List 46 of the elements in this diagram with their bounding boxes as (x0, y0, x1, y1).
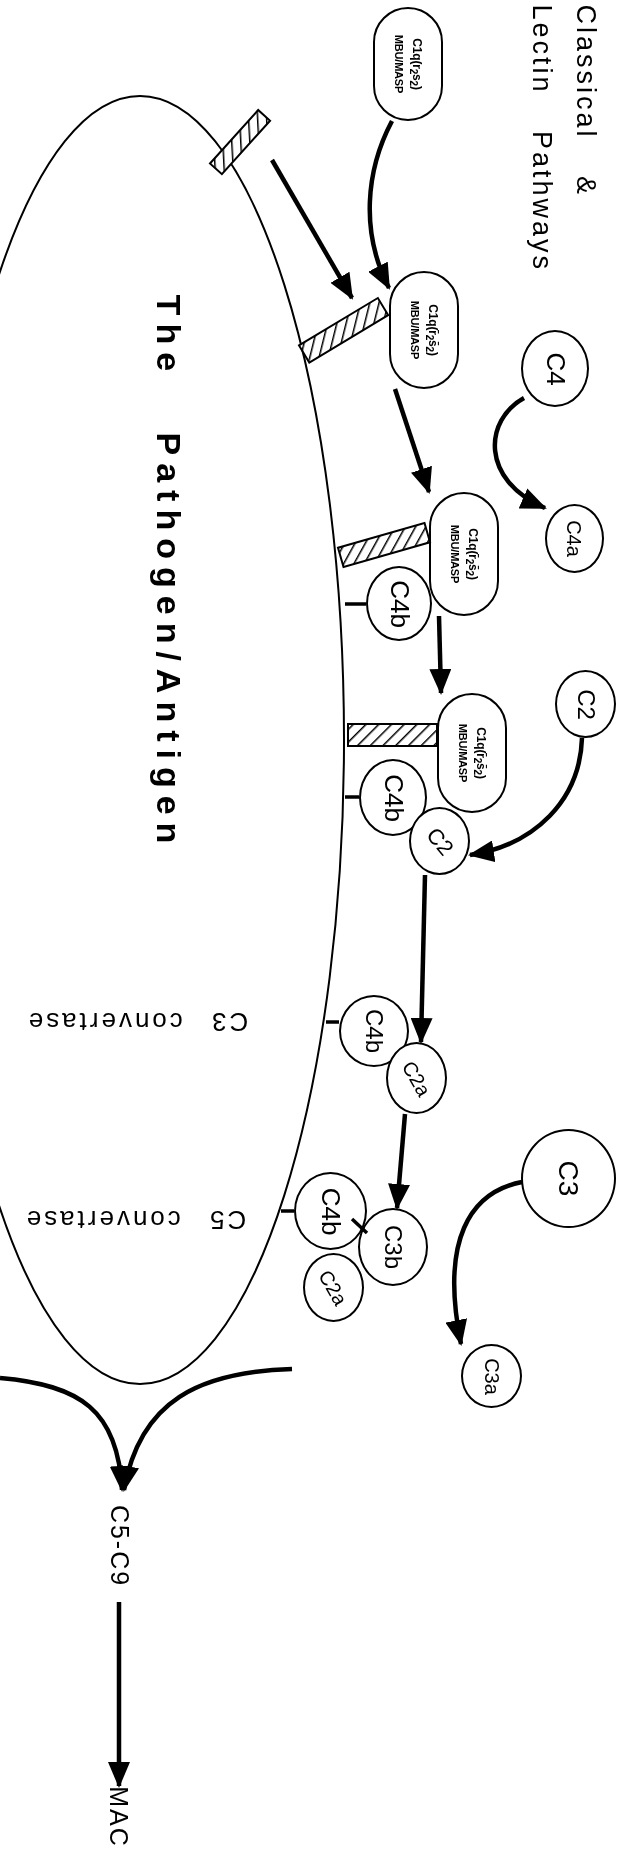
molecule-label: C4 (542, 351, 568, 386)
complex-pill (429, 492, 499, 616)
complex-sublabel: MBU/MASP (407, 300, 422, 360)
molecule-label: C3b (381, 1225, 405, 1269)
complex-sublabel: MBU/MASP (391, 34, 406, 94)
hatched-bar (345, 722, 439, 748)
complex-sublabel: MBU/MASP (447, 524, 462, 584)
pathogen-label: The Pathogen/Antigen (148, 294, 188, 851)
complex-pill (437, 693, 507, 813)
connector-line (326, 1020, 339, 1024)
molecule-circle (461, 1344, 522, 1408)
connector-line (350, 1217, 369, 1235)
arrow (108, 1602, 130, 1788)
arrow (367, 120, 395, 290)
component-label: MAC (100, 1786, 138, 1848)
complex-pill (389, 271, 459, 389)
arrow (492, 396, 547, 510)
arrow (270, 158, 354, 300)
complex-pill (373, 7, 443, 121)
molecule-label: C3a (481, 1357, 502, 1395)
title: Classical & Lectin Pathways (525, 4, 601, 274)
arrow (392, 388, 432, 494)
molecule-label: C2 (422, 823, 457, 859)
molecule-circle (409, 807, 470, 875)
complex-caption: C3 convertase (24, 1006, 250, 1038)
connector-line (345, 795, 359, 799)
arrow (118, 1366, 293, 1492)
arrow (468, 737, 585, 861)
hatched-bar (336, 520, 432, 569)
complex-caption: C5 convertase (22, 1204, 248, 1236)
molecule-label: C4b (317, 1187, 344, 1235)
connector-line (281, 1209, 294, 1213)
arrow (388, 1113, 410, 1210)
arrow (429, 615, 452, 695)
arrow (410, 874, 433, 1044)
molecule-label: C4b (380, 773, 406, 822)
molecule-label: C3 (554, 1160, 583, 1197)
complex-sublabel: MBU/MASP (455, 723, 470, 783)
molecule-circle (303, 1253, 364, 1322)
molecule-label: C4a (564, 520, 585, 557)
component-label: C5-C9 (100, 1490, 140, 1602)
molecule-label: C2 (573, 688, 598, 720)
connector-line (345, 602, 366, 606)
molecule-label: C4b (386, 579, 412, 628)
molecule-label: C4b (362, 1009, 386, 1053)
arrow (446, 1179, 523, 1346)
